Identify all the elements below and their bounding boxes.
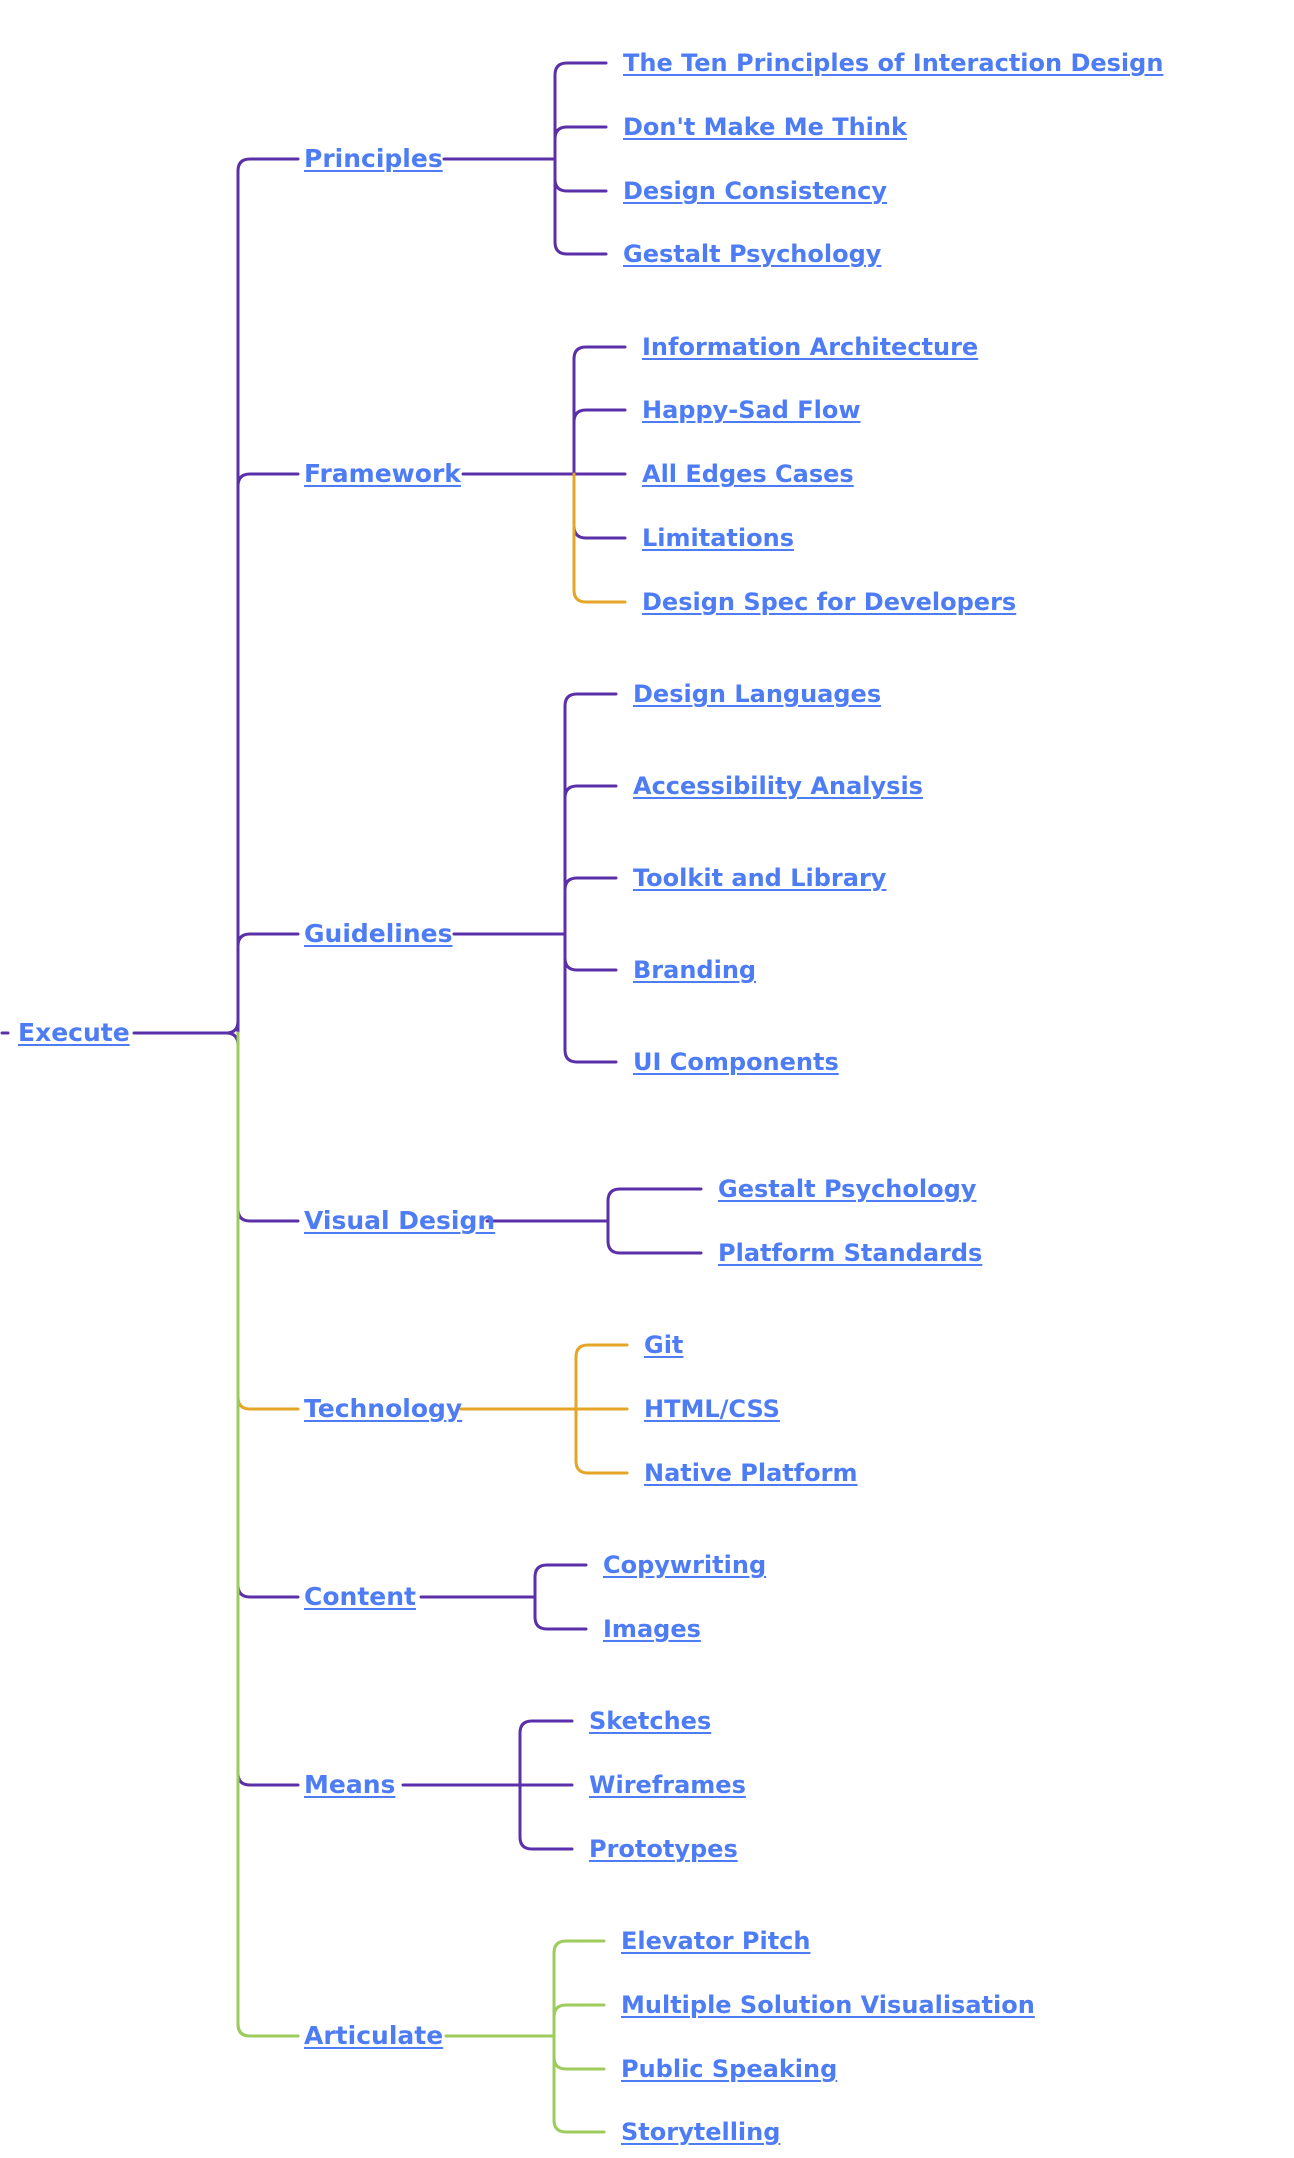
leaf-connector-2-2 <box>563 876 618 936</box>
leaf-connector-2-0 <box>563 692 618 936</box>
root-connector <box>132 1019 240 1035</box>
branch-content[interactable]: Content <box>304 1582 416 1611</box>
leaf-design-spec-for-developers[interactable]: Design Spec for Developers <box>642 588 1017 616</box>
leaf-prototypes[interactable]: Prototypes <box>589 1835 738 1863</box>
leaf-html-css[interactable]: HTML/CSS <box>644 1395 780 1423</box>
leaf-connector-7-0 <box>552 1939 606 2038</box>
leaf-connector-1-3 <box>572 472 627 540</box>
leaf-sketches[interactable]: Sketches <box>589 1707 712 1735</box>
leaf-design-consistency[interactable]: Design Consistency <box>623 177 888 205</box>
leaf-gestalt-psychology-visual[interactable]: Gestalt Psychology <box>718 1175 977 1203</box>
leaf-connector-1-4 <box>572 472 627 604</box>
leaf-information-architecture[interactable]: Information Architecture <box>642 333 979 361</box>
leaf-connector-7-3 <box>552 2034 606 2134</box>
branch-connector-0 <box>236 157 300 1035</box>
leaf-gestalt-psychology[interactable]: Gestalt Psychology <box>623 240 882 268</box>
branch-means[interactable]: Means <box>304 1770 396 1799</box>
root-node-execute[interactable]: Execute <box>18 1018 130 1047</box>
branch-connector-5 <box>236 1031 300 1599</box>
leaf-storytelling[interactable]: Storytelling <box>621 2118 781 2146</box>
leaf-multiple-solution-visualisation[interactable]: Multiple Solution Visualisation <box>621 1991 1035 2019</box>
leaf-copywriting[interactable]: Copywriting <box>603 1551 767 1579</box>
leaf-connector-0-0 <box>553 61 608 161</box>
leaf-connector-4-2 <box>574 1407 629 1475</box>
leaf-connector-0-3 <box>553 157 608 256</box>
leaf-connector-0-2 <box>553 157 608 193</box>
branch-technology[interactable]: Technology <box>304 1394 463 1423</box>
leaf-ui-components[interactable]: UI Components <box>633 1048 839 1076</box>
leaf-branding[interactable]: Branding <box>633 956 757 984</box>
leaf-accessibility-analysis[interactable]: Accessibility Analysis <box>633 772 923 800</box>
branch-principles[interactable]: Principles <box>304 144 443 173</box>
leaf-git[interactable]: Git <box>644 1331 684 1359</box>
leaf-connector-6-2 <box>518 1783 574 1851</box>
branch-guidelines[interactable]: Guidelines <box>304 919 453 948</box>
branch-framework[interactable]: Framework <box>304 459 461 488</box>
leaf-connector-3-0 <box>606 1187 703 1223</box>
leaf-connector-5-0 <box>533 1563 588 1599</box>
leaf-connector-1-0 <box>572 345 627 476</box>
branch-connector-7 <box>236 1031 300 2038</box>
leaf-connector-5-1 <box>533 1595 588 1631</box>
leaf-wireframes[interactable]: Wireframes <box>589 1771 746 1799</box>
leaf-dont-make-me-think[interactable]: Don't Make Me Think <box>623 113 907 141</box>
leaf-connector-7-2 <box>552 2034 606 2071</box>
branch-connector-1 <box>236 472 300 1035</box>
leaf-native-platform[interactable]: Native Platform <box>644 1459 858 1487</box>
leaf-limitations[interactable]: Limitations <box>642 524 794 552</box>
leaf-elevator-pitch[interactable]: Elevator Pitch <box>621 1927 811 1955</box>
leaf-all-edges-cases[interactable]: All Edges Cases <box>642 460 854 488</box>
leaf-connector-2-3 <box>563 932 618 972</box>
spine-green <box>236 1219 300 2038</box>
leaf-happy-sad-flow[interactable]: Happy-Sad Flow <box>642 396 861 424</box>
leaf-images[interactable]: Images <box>603 1615 701 1643</box>
branch-articulate[interactable]: Articulate <box>304 2021 444 2050</box>
leaf-connector-2-4 <box>563 932 618 1064</box>
leaf-platform-standards[interactable]: Platform Standards <box>718 1239 983 1267</box>
leaf-connector-1-1 <box>572 408 627 476</box>
leaf-connector-2-1 <box>563 784 618 936</box>
root-connector-lower <box>224 1031 240 1047</box>
leaf-design-languages[interactable]: Design Languages <box>633 680 882 708</box>
branch-visual-design[interactable]: Visual Design <box>304 1206 496 1235</box>
leaf-connector-6-0 <box>518 1719 574 1787</box>
branch-connector-3 <box>236 1031 300 1223</box>
branch-connector-2 <box>236 932 300 1035</box>
leaf-toolkit-and-library[interactable]: Toolkit and Library <box>633 864 887 892</box>
leaf-connector-0-1 <box>553 125 608 161</box>
leaf-ten-principles-interaction-design[interactable]: The Ten Principles of Interaction Design <box>623 49 1164 77</box>
leaf-connector-7-1 <box>552 2003 606 2038</box>
leaf-public-speaking[interactable]: Public Speaking <box>621 2055 838 2083</box>
leaf-connector-4-0 <box>574 1343 629 1411</box>
leaf-connector-3-1 <box>606 1219 703 1255</box>
